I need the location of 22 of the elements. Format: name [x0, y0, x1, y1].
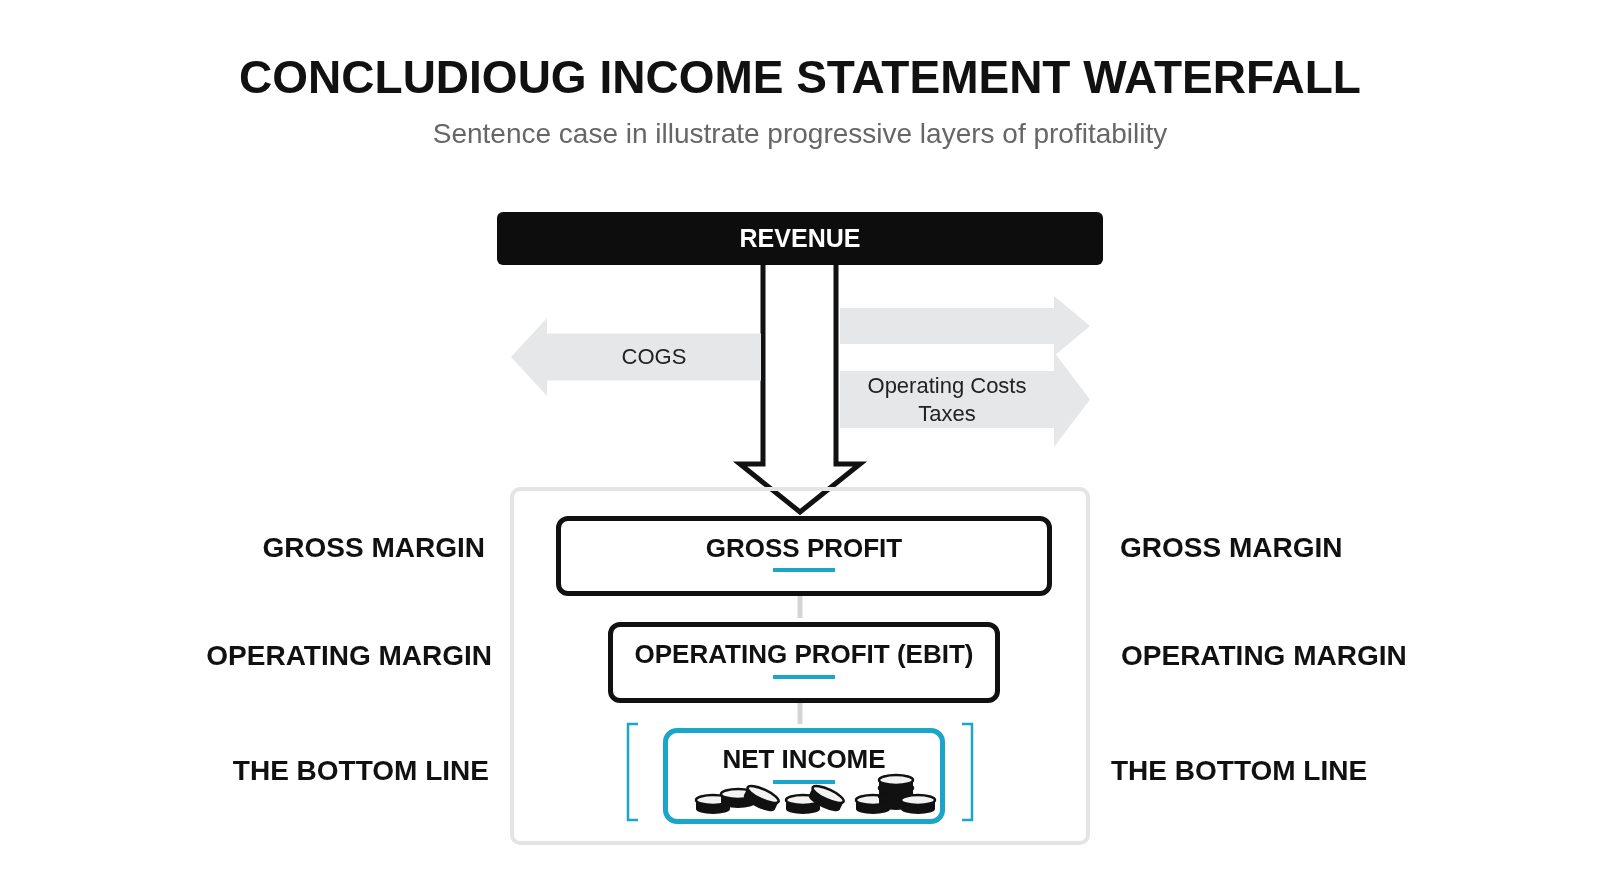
diagram-title: CONCLUDIOUG INCOME STATEMENT WATERFALL [238, 50, 1362, 104]
margin-label: OPERATING MARGIN [206, 640, 492, 672]
block-arrow [732, 262, 868, 516]
arrow-label: Taxes [918, 399, 976, 427]
arrow-label: Operating Costs [867, 372, 1027, 400]
outflow-arrow [840, 296, 1090, 356]
margin-label: OPERATING MARGIN [1121, 640, 1407, 672]
header-label: REVENUE [739, 222, 861, 254]
box-label: OPERATING PROFIT (EBIT) [634, 638, 974, 671]
subtitle: Sentence case in illustrate progressive layers of profitability [432, 118, 1168, 150]
margin-label: GROSS MARGIN [262, 532, 485, 564]
box-label: NET INCOME [722, 743, 886, 776]
header-bar [497, 212, 1103, 265]
profit-box [556, 516, 1052, 596]
arrow-label: COGS [621, 343, 687, 371]
margin-label: THE BOTTOM LINE [232, 755, 489, 787]
margin-label: THE BOTTOM LINE [1111, 755, 1368, 787]
container-frame [510, 487, 1090, 845]
box-label: GROSS PROFIT [705, 531, 903, 565]
margin-label: GROSS MARGIN [1120, 532, 1343, 564]
income-box [663, 728, 945, 824]
profit-box [608, 622, 1000, 703]
